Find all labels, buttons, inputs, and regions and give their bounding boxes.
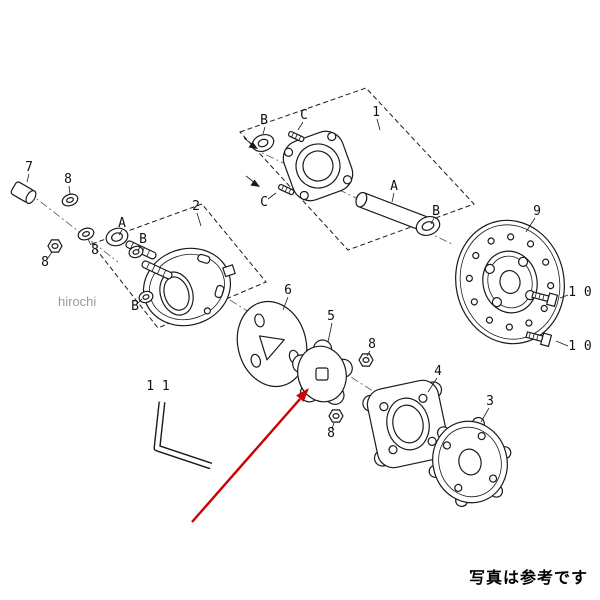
part2-boundary-box [91, 203, 267, 329]
part-8-washers-left [47, 193, 95, 253]
part1-bearing-left [251, 133, 275, 153]
part1-stud-left [277, 183, 295, 196]
part1-bearing-right [415, 215, 441, 237]
part-2-hub-plate [105, 227, 236, 327]
red-pointer-arrow [191, 388, 309, 523]
part-9-label: 9 [533, 204, 541, 219]
part-2-label: 2 [192, 199, 200, 214]
ref-label-b: B [432, 204, 440, 219]
part-8-label: 8 [368, 337, 376, 352]
reference-note: 写真は参考です [468, 568, 588, 587]
watermark-text: hirochi [58, 294, 97, 309]
part-7-label: 7 [25, 160, 33, 175]
part-6-label: 6 [284, 283, 292, 298]
insert-arrow-icon [243, 137, 260, 187]
part2-washer-b [128, 245, 144, 259]
part-1-label: 1 [372, 105, 380, 120]
part-1-hub-assembly [243, 130, 441, 237]
part-9-brake-disc [455, 219, 565, 345]
part2-stud-bolt [141, 260, 173, 280]
part-8-label: 8 [41, 255, 49, 270]
part-11-hex-key [153, 401, 213, 470]
part1-boundary-box [239, 87, 475, 251]
part-3-cover-plate [428, 416, 512, 508]
part-3-label: 3 [486, 394, 494, 409]
part-labels: 7 8 8 8 1 B C C A B 2 A B B 6 5 8 8 4 3 … [25, 105, 592, 441]
part-4-label: 4 [434, 364, 442, 379]
ref-label-b: B [139, 232, 147, 247]
part-6-drive-plate [236, 300, 308, 388]
part2-bearing-a [105, 227, 129, 247]
part-11-label: 1 1 [146, 379, 169, 394]
label-leader-lines [26, 118, 569, 430]
part-10-bolts [525, 291, 559, 348]
ref-label-c: C [260, 195, 268, 210]
part-8-label: 8 [64, 172, 72, 187]
part-8-nuts-center [328, 353, 374, 423]
part-7-spacer [10, 181, 37, 204]
part-5-label: 5 [327, 309, 335, 324]
part-10-label: 1 0 [568, 285, 591, 300]
part-10-label: 1 0 [568, 339, 591, 354]
part2-washer-b2 [138, 290, 154, 304]
part-8-label: 8 [327, 426, 335, 441]
part-8-label: 8 [91, 243, 99, 258]
ref-label-c: C [300, 108, 308, 123]
ref-label-b: B [131, 299, 139, 314]
ref-label-b: B [260, 113, 268, 128]
ref-label-a: A [390, 179, 398, 194]
part1-stud-top [287, 130, 305, 143]
ref-label-a: A [118, 216, 126, 231]
